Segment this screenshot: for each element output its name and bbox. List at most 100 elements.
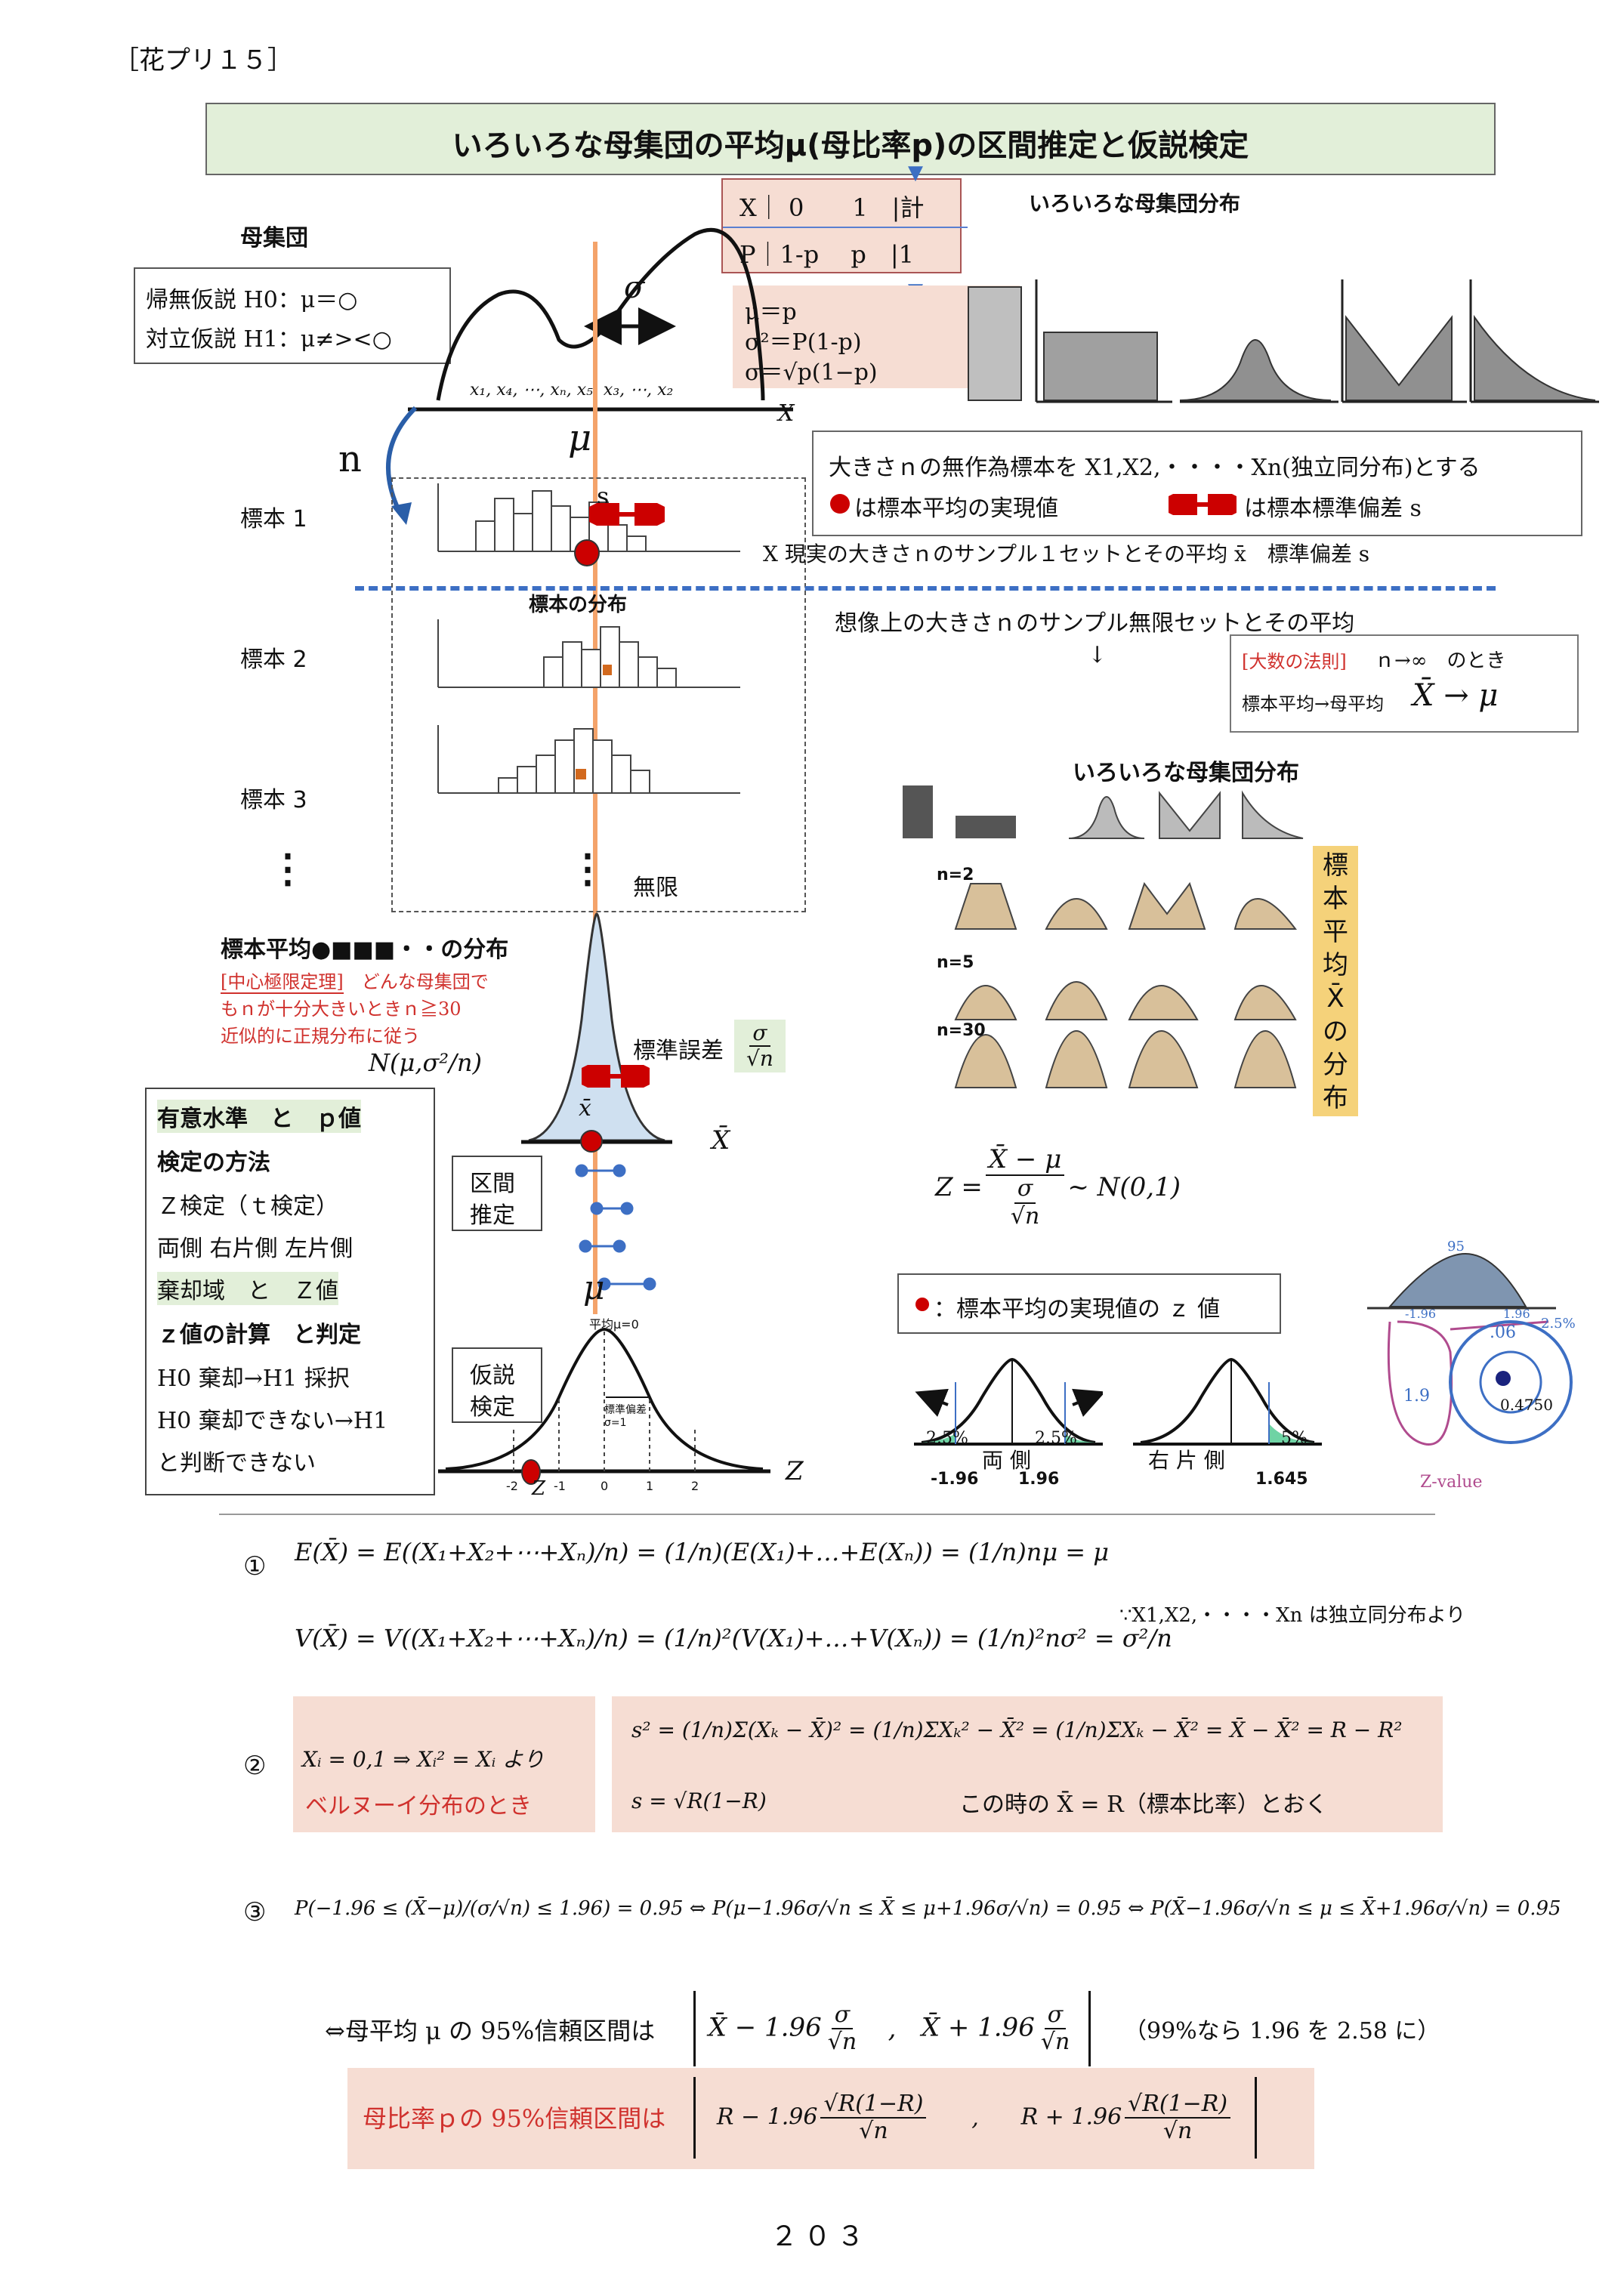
grid-row-n2: n=2 (937, 866, 974, 884)
ci-p-high-den: √n (1162, 2118, 1193, 2144)
std-error-fraction: σ√n (734, 1020, 786, 1073)
note-g: Z-value (1420, 1473, 1483, 1492)
page-number: ２０３ (770, 2221, 871, 2252)
divider (219, 1514, 1435, 1515)
z-lhs: Z = (935, 1172, 983, 1203)
ci-p-box: 母比率ｐの 95%信頼区間は R − 1.96√R(1−R)√n , R + 1… (347, 2068, 1314, 2169)
ci-p-high: R + 1.96 (1020, 2103, 1122, 2130)
two-right-pct: 2.5% (1035, 1429, 1077, 1448)
xbar-label: x̄ (579, 1095, 591, 1122)
population-label: 母集団 (240, 225, 308, 252)
z-rhs: ~ N(0,1) (1067, 1172, 1181, 1203)
z-formula: Z = X̄ − μ σ√n ~ N(0,1) (935, 1144, 1181, 1230)
ci-p-high-num: √R(1−R) (1125, 2091, 1231, 2119)
sample-label-3: 標本 3 (240, 787, 307, 813)
xbar-dot (580, 1130, 603, 1153)
vlabel-1: 本 (1323, 884, 1348, 914)
ci-mu-low-num: σ (831, 2001, 854, 2029)
ci-p-interval: R − 1.96√R(1−R)√n , R + 1.96√R(1−R)√n (693, 2077, 1257, 2159)
note-e: 1.9 (1403, 1387, 1430, 1406)
bernoulli-var: σ²＝P(1-p) (745, 329, 862, 356)
ci-p-low-den: √n (859, 2118, 888, 2144)
vertical-label-box: 標 本 平 均 X̄ の 分 布 (1313, 846, 1358, 1116)
vlabel-0: 標 (1323, 850, 1348, 881)
mu-label: μ (568, 417, 592, 459)
note-f: 0.4750 (1500, 1396, 1553, 1414)
method-l2: 検定の方法 (157, 1150, 270, 1176)
lln-line1: ｎ→∞ のとき (1375, 650, 1506, 672)
dots-mid: ⋮ (568, 846, 607, 892)
methods-box: 有意水準 と ｐ値 検定の方法 Ｚ検定（ｔ検定） 両側 右片側 左片側 棄却域 … (145, 1088, 435, 1495)
arrow-down-icon: ▼ (908, 162, 923, 184)
note-c: 2.5% (1541, 1316, 1576, 1332)
z-dot (521, 1459, 541, 1485)
eq3-probability: P(−1.96 ≤ (X̄−μ)/(σ/√n) ≤ 1.96) = 0.95 ⇔… (295, 1897, 1561, 1920)
test-label-1: 仮説 (470, 1363, 515, 1389)
ci-p-low-num: √R(1−R) (820, 2091, 927, 2119)
tick-0: 0 (601, 1479, 609, 1493)
ci-p-low: R − 1.96 (716, 2103, 818, 2130)
ci-note: （99%なら 1.96 を 2.58 に） (1124, 2018, 1440, 2045)
handwritten-note (1367, 1252, 1573, 1446)
z-num: X̄ − μ (985, 1144, 1065, 1177)
down-arrow: ↓ (1088, 642, 1107, 668)
interval-segments (575, 1164, 656, 1291)
h0: 帰無仮説 H0：μ＝○ (146, 287, 358, 313)
vlabel-6: 分 (1323, 1050, 1348, 1080)
clt-line3: 近似的に正規分布に従う (221, 1026, 420, 1047)
method-l3: Ｚ検定（ｔ検定） (157, 1193, 338, 1220)
Xbar-label: X̄ (712, 1125, 730, 1156)
histogram-3 (437, 725, 740, 794)
lln-box: [大数の法則] ｎ→∞ のとき 標本平均→母平均 X̄ → μ (1230, 634, 1579, 733)
separator-line (355, 586, 1496, 591)
clt-tag: [中心極限定理] (221, 971, 344, 994)
z-value-text: ：標本平均の実現値の ｚ 値 (934, 1296, 1221, 1322)
right-sided-sketch (1133, 1357, 1322, 1446)
red-dot-icon (915, 1298, 929, 1311)
vlabel-2: 平 (1323, 917, 1348, 947)
method-l8: H0 棄却できない→H1 (157, 1408, 388, 1434)
note-d: .06 (1490, 1323, 1516, 1342)
normal-plot-title: 平均μ=0 (589, 1317, 639, 1332)
z-den-num: σ (1014, 1176, 1036, 1204)
right-label: 右 片 側 (1148, 1448, 1225, 1473)
method-l9: と判断できない (157, 1450, 316, 1477)
se-arrow-icon (582, 1065, 650, 1088)
sigma-label: σ (624, 270, 645, 305)
normal-notation: N(μ,σ²/n) (369, 1048, 482, 1077)
eq1-variance: V(X̄) = V((X₁+X₂+⋯+Xₙ)/n) = (1/n)²(V(X₁)… (295, 1624, 1172, 1653)
pop-dist-title: いろいろな母集団分布 (1029, 191, 1241, 216)
eq3-number: ③ (243, 1897, 267, 1927)
method-l4: 両側 右片側 左片側 (157, 1236, 354, 1262)
interval-label-2: 推定 (470, 1202, 515, 1229)
thumb-bell (1179, 339, 1332, 401)
n-arrow-icon (386, 406, 418, 525)
eq2-left-box: Xᵢ = 0,1 ⇒ Xᵢ² = Xᵢ より ベルヌーイ分布のとき (293, 1696, 595, 1832)
vlabel-3: 均 (1323, 950, 1348, 980)
s-arrow-icon (589, 503, 665, 526)
grid-row-n30: n=30 (937, 1021, 986, 1040)
two-rv: 1.96 (1018, 1470, 1060, 1489)
right-pct: 5% (1281, 1429, 1308, 1448)
method-l1: 有意水準 と ｐ値 (157, 1100, 361, 1133)
samples-box (391, 477, 806, 912)
note-a: -1.96 (1405, 1307, 1437, 1321)
clt-line2: もｎが十分大きいときｎ≧30 (221, 998, 462, 1020)
thumb-exp (1474, 314, 1596, 401)
clt-text: [中心極限定理] どんな母集団で もｎが十分大きいときｎ≧30 近似的に正規分布… (221, 968, 489, 1050)
random-sample-line1: 大きさｎの無作為標本を X1,X2,・・・・Xn(独立同分布)とする (829, 455, 1480, 481)
eq2-right2: s = √R(1−R) (631, 1788, 767, 1813)
dist-caption: 標本の分布 (529, 594, 628, 616)
tick-2: 2 (691, 1479, 699, 1493)
thumb-bernoulli (968, 286, 1022, 401)
tick-m2: -2 (506, 1479, 518, 1493)
two-left-pct: 2.5% (926, 1429, 968, 1448)
histogram-1 (437, 483, 740, 552)
h1: 対立仮説 H1：μ≠><○ (146, 326, 392, 353)
tick-1: 1 (646, 1479, 654, 1493)
sample-mean-dist: 標本平均●■■■・・の分布 (221, 937, 509, 963)
se-num: σ (749, 1020, 770, 1048)
eq2-right-box: s² = (1/n)Σ(Xₖ − X̄)² = (1/n)ΣXₖ² − X̄² … (612, 1696, 1443, 1832)
random-sample-line2b: は標本標準偏差 s (1244, 495, 1422, 522)
